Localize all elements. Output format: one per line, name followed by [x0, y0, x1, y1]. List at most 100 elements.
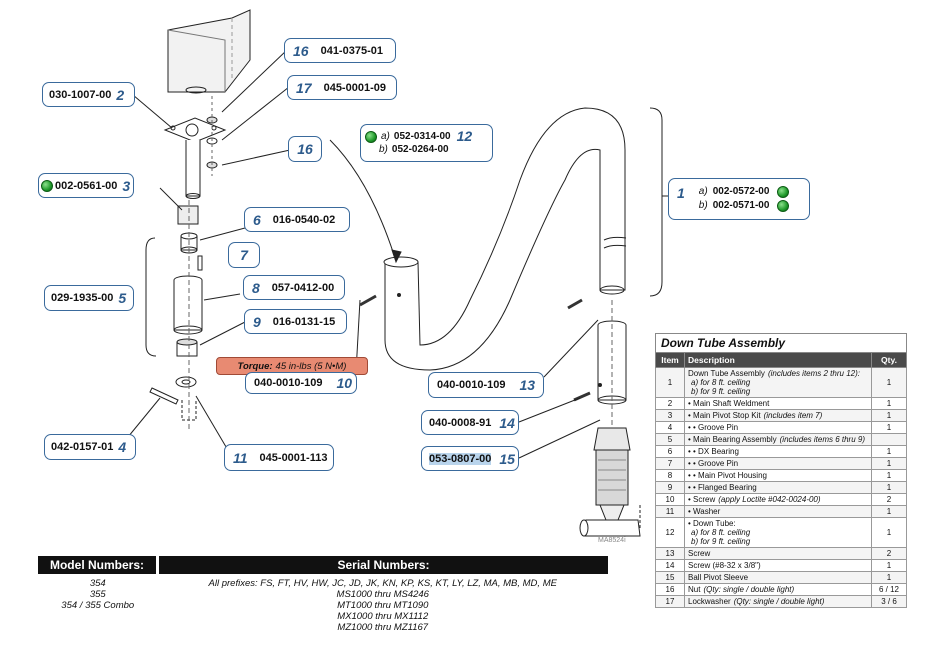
description-suboption: b) for 9 ft. ceiling [691, 537, 751, 546]
item-quantity: 1 [871, 505, 907, 518]
option-a-part-number: 052-0314-00 [393, 131, 451, 142]
part-number: 030-1007-00 [49, 88, 112, 101]
description-note: (Qty: single / double light) [733, 597, 825, 606]
callout-number: 4 [118, 439, 127, 455]
green-indicator-icon [365, 130, 377, 143]
torque-label: Torque: [237, 360, 273, 372]
item-description: • Screw(apply Loctite #042-0024-00) [684, 493, 872, 506]
item-quantity: 1 [871, 397, 907, 410]
item-description: • • Flanged Bearing [684, 481, 872, 494]
description-text: Screw (#8-32 x 3/8") [688, 561, 761, 570]
part-number: 045-0001-113 [259, 451, 328, 464]
header-item: Item [655, 352, 685, 368]
item-description: Screw (#8-32 x 3/8") [684, 559, 872, 572]
item-description: Lockwasher(Qty: single / double light) [684, 595, 872, 608]
callout-number: 2 [116, 86, 125, 103]
description-suboption: b) for 9 ft. ceiling [691, 387, 751, 396]
item-quantity: 6 / 12 [871, 583, 907, 596]
callout-item-3: 002-0561-00 3 [38, 173, 134, 198]
item-description: • Washer [684, 505, 872, 518]
part-number: 040-0008-91 [429, 416, 492, 429]
description-text: Screw [688, 549, 711, 558]
item-quantity: 1 [871, 571, 907, 584]
option-a-label: a) [381, 131, 390, 142]
callout-item-12: a) 052-0314-00 b) 052-0264-00 12 [360, 124, 493, 162]
part-number: 057-0412-00 [271, 281, 335, 294]
item-number: 3 [655, 409, 685, 422]
callout-number: 7 [240, 247, 248, 263]
description-text: • Main Shaft Weldment [688, 399, 770, 408]
description-text: • • DX Bearing [688, 447, 739, 456]
serial-range: MZ1000 thru MZ1167 [337, 622, 429, 633]
callout-item-2: 030-1007-00 2 [42, 82, 135, 107]
item-number: 5 [655, 433, 685, 446]
callout-item-4: 042-0157-01 4 [44, 434, 136, 460]
item-quantity: 2 [871, 493, 907, 506]
item-quantity: 1 [871, 421, 907, 434]
callout-number: 11 [233, 449, 248, 466]
callout-item-11: 11 045-0001-113 [224, 444, 334, 471]
item-number: 12 [655, 517, 685, 548]
item-number: 14 [655, 559, 685, 572]
callout-number: 10 [336, 375, 353, 391]
item-description: • Main Bearing Assembly(includes items 6… [684, 433, 872, 446]
option-a-label: a) [698, 186, 708, 197]
description-suboption: a) for 8 ft. ceiling [691, 528, 751, 537]
description-text: Nut [688, 585, 701, 594]
description-note: (includes items 2 thru 12): [767, 369, 860, 378]
part-number: 029-1935-00 [51, 292, 114, 304]
item-quantity: 1 [871, 409, 907, 422]
description-text: • • Groove Pin [688, 459, 739, 468]
item-number: 4 [655, 421, 685, 434]
description-note: (includes items 6 thru 9) [779, 435, 865, 444]
item-quantity: 1 [871, 481, 907, 494]
description-note: (apply Loctite #042-0024-00) [718, 495, 821, 504]
callout-item-14: 040-0008-91 14 [421, 410, 519, 435]
serial-numbers-cell: All prefixes: FS, FT, HV, HW, JC, JD, JK… [158, 574, 609, 633]
callout-item-7: 7 [228, 242, 260, 268]
model-number: 354 [89, 578, 106, 589]
item-number: 10 [655, 493, 685, 506]
callout-number: 14 [499, 414, 515, 431]
item-quantity: 1 [871, 517, 907, 548]
callout-item-16-middle: 16 [288, 136, 322, 162]
item-number: 6 [655, 445, 685, 458]
part-number: 053-0807-00 [429, 452, 492, 465]
option-b-part-number: 052-0264-00 [391, 144, 449, 155]
serial-numbers-header: Serial Numbers: [157, 556, 608, 574]
header-qty: Qty. [871, 352, 907, 368]
parts-list-header: Item Description Qty. [655, 352, 907, 368]
callout-number: 8 [252, 279, 260, 296]
callout-item-10: 040-0010-109 10 [245, 372, 357, 394]
serial-range: MS1000 thru MS4246 [336, 589, 429, 600]
drawing-code: MA8524i [598, 537, 626, 544]
part-number: 016-0540-02 [272, 213, 336, 226]
item-description: • Main Shaft Weldment [684, 397, 872, 410]
parts-list-row: 10• Screw(apply Loctite #042-0024-00)2 [655, 493, 907, 506]
part-number: 040-0010-109 [254, 377, 323, 389]
callout-number: 3 [122, 177, 131, 194]
part-number: 041-0375-01 [320, 44, 383, 57]
description-note: (Qty: single / double light) [703, 585, 795, 594]
callout-number: 1 [677, 185, 685, 201]
item-quantity: 2 [871, 547, 907, 560]
description-text: • Main Pivot Stop Kit [688, 411, 761, 420]
part-number: 045-0001-09 [323, 81, 386, 94]
description-text: Down Tube Assembly [688, 369, 765, 378]
callout-number: 5 [118, 290, 127, 306]
callout-number: 16 [297, 141, 313, 157]
item-number: 13 [655, 547, 685, 560]
